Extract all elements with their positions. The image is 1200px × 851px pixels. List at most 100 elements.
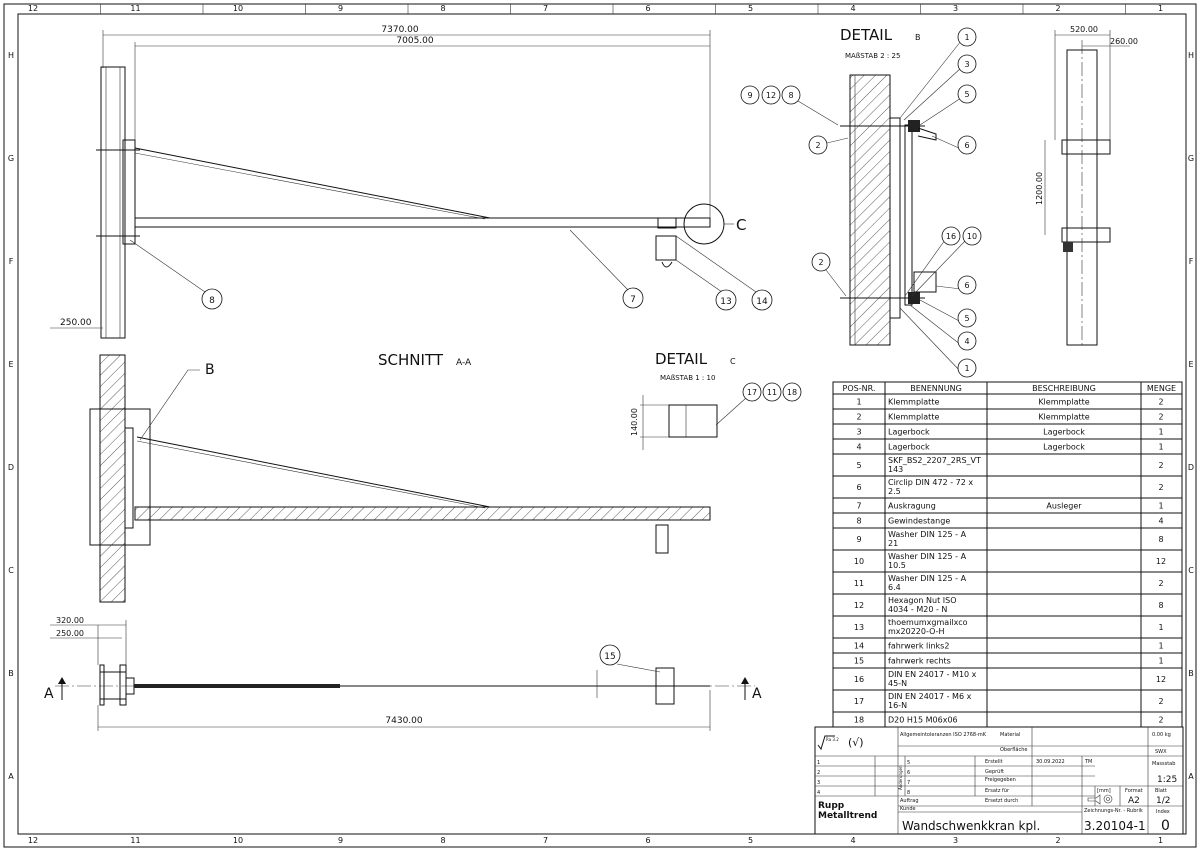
bom-pos: 4	[856, 443, 861, 452]
column-label: 7	[543, 836, 548, 845]
bom-name: fahrwerk links2	[888, 642, 949, 651]
scale-value: 1:25	[1157, 775, 1177, 785]
bom-qty: 1	[1158, 443, 1163, 452]
row-label: H	[1188, 51, 1194, 60]
column-label: 4	[850, 4, 855, 13]
svg-text:Material: Material	[1000, 732, 1020, 738]
svg-text:SWX: SWX	[1155, 749, 1167, 755]
svg-text:Auftrag: Auftrag	[900, 798, 919, 804]
svg-text:Index: Index	[1156, 809, 1170, 815]
change-row-number: 4	[817, 790, 820, 796]
bom-name: Lagerbock	[888, 428, 930, 437]
dim-plate: 250.00	[60, 318, 92, 328]
bom-pos: 9	[856, 535, 861, 544]
row-label: E	[8, 360, 13, 369]
column-label: 2	[1055, 836, 1060, 845]
svg-text:18: 18	[787, 388, 797, 397]
column-label: 1	[1158, 4, 1163, 13]
svg-text:9: 9	[747, 91, 752, 100]
svg-text:1/2: 1/2	[1156, 796, 1170, 806]
balloon: 5	[919, 84, 977, 126]
balloon: 2	[808, 135, 828, 155]
bom-pos: 6	[856, 483, 861, 492]
bom-qty: 1	[1158, 623, 1163, 632]
balloon: 15	[599, 644, 621, 666]
column-label: 12	[28, 836, 38, 845]
svg-text:6: 6	[964, 141, 969, 150]
svg-text:8: 8	[788, 91, 793, 100]
bom-qty: 1	[1158, 657, 1163, 666]
row-label: G	[8, 154, 14, 163]
surface-check-icon: (√)	[848, 736, 864, 749]
bom-pos: 1	[856, 398, 861, 407]
drawing-number: 3.20104-1	[1084, 819, 1146, 833]
column-label: 8	[440, 4, 445, 13]
row-label: F	[1189, 257, 1194, 266]
bom-qty: 4	[1158, 517, 1163, 526]
bom-pos: 14	[854, 642, 864, 651]
balloon: 17	[742, 382, 762, 402]
row-label: F	[9, 257, 14, 266]
bom-pos: 8	[856, 517, 861, 526]
surface-symbol-icon	[817, 735, 835, 751]
detail-c-title: DETAIL	[655, 350, 708, 368]
detail-b-title: DETAIL	[840, 26, 893, 44]
column-label: 11	[130, 4, 140, 13]
svg-text:15: 15	[604, 652, 615, 662]
row-label: C	[1188, 566, 1194, 575]
row-label: G	[1188, 154, 1194, 163]
svg-text:11: 11	[767, 388, 777, 397]
balloon: 12	[761, 85, 781, 105]
bom-qty: 1	[1158, 428, 1163, 437]
svg-text:2: 2	[815, 141, 820, 150]
bom-name: Lagerbock	[888, 443, 930, 452]
svg-text:Zeichnungs-Nr. - Rubrik: Zeichnungs-Nr. - Rubrik	[1084, 808, 1143, 814]
svg-text:14: 14	[756, 297, 768, 307]
svg-text:Ersatz für: Ersatz für	[985, 788, 1010, 794]
detail-c-marker: C	[736, 216, 746, 234]
svg-text:30.09.2022: 30.09.2022	[1036, 759, 1065, 765]
dim-7430: 7430.00	[385, 716, 422, 726]
row-label: H	[8, 51, 14, 60]
row-label: B	[8, 669, 14, 678]
side-view: 520.00 260.00 1200.00	[1035, 25, 1138, 346]
bom-qty: 2	[1158, 697, 1163, 706]
dim-overall: 7370.00	[381, 25, 418, 35]
bom-name: D20 H15 M06x06	[888, 716, 958, 725]
svg-text:Freigegeben: Freigegeben	[985, 777, 1016, 783]
row-label: B	[1188, 669, 1194, 678]
bom-qty: 1	[1158, 642, 1163, 651]
column-label: 9	[338, 4, 343, 13]
bom-desc: Lagerbock	[1043, 428, 1085, 437]
row-label: D	[8, 463, 14, 472]
svg-text:1: 1	[964, 364, 969, 373]
row-label: D	[1188, 463, 1194, 472]
row-label: A	[8, 772, 14, 781]
balloon: 2	[811, 252, 831, 272]
balloon: 4	[909, 304, 977, 351]
main-view: 7370.00 7005.00 C 250.00 8 7 13 14	[50, 25, 773, 339]
change-row-number: 8	[907, 790, 910, 796]
bom-qty: 2	[1158, 398, 1163, 407]
title-block: Allgemeintoleranzen ISO 2768-mK Ra 3.2 (…	[814, 726, 1184, 835]
svg-text:6: 6	[964, 281, 969, 290]
detail-b-title-suffix: B	[915, 33, 921, 42]
svg-text:Erstellt: Erstellt	[985, 759, 1003, 765]
bom-qty: 2	[1158, 413, 1163, 422]
svg-text:8: 8	[209, 296, 215, 306]
bom-qty: 12	[1156, 675, 1166, 684]
balloon: 6	[931, 135, 977, 155]
detail-c-scale: MAßSTAB 1 : 10	[660, 374, 715, 382]
svg-text:Ersetzt durch: Ersetzt durch	[985, 798, 1018, 804]
column-label: 10	[233, 4, 243, 13]
section-title: SCHNITT	[378, 351, 444, 369]
projection-symbol-icon	[1087, 794, 1113, 805]
svg-text:Format: Format	[1125, 788, 1143, 794]
dim-320: 320.00	[56, 616, 84, 625]
dim-1200: 1200.00	[1035, 172, 1044, 205]
section-title-suffix: A-A	[456, 358, 472, 368]
